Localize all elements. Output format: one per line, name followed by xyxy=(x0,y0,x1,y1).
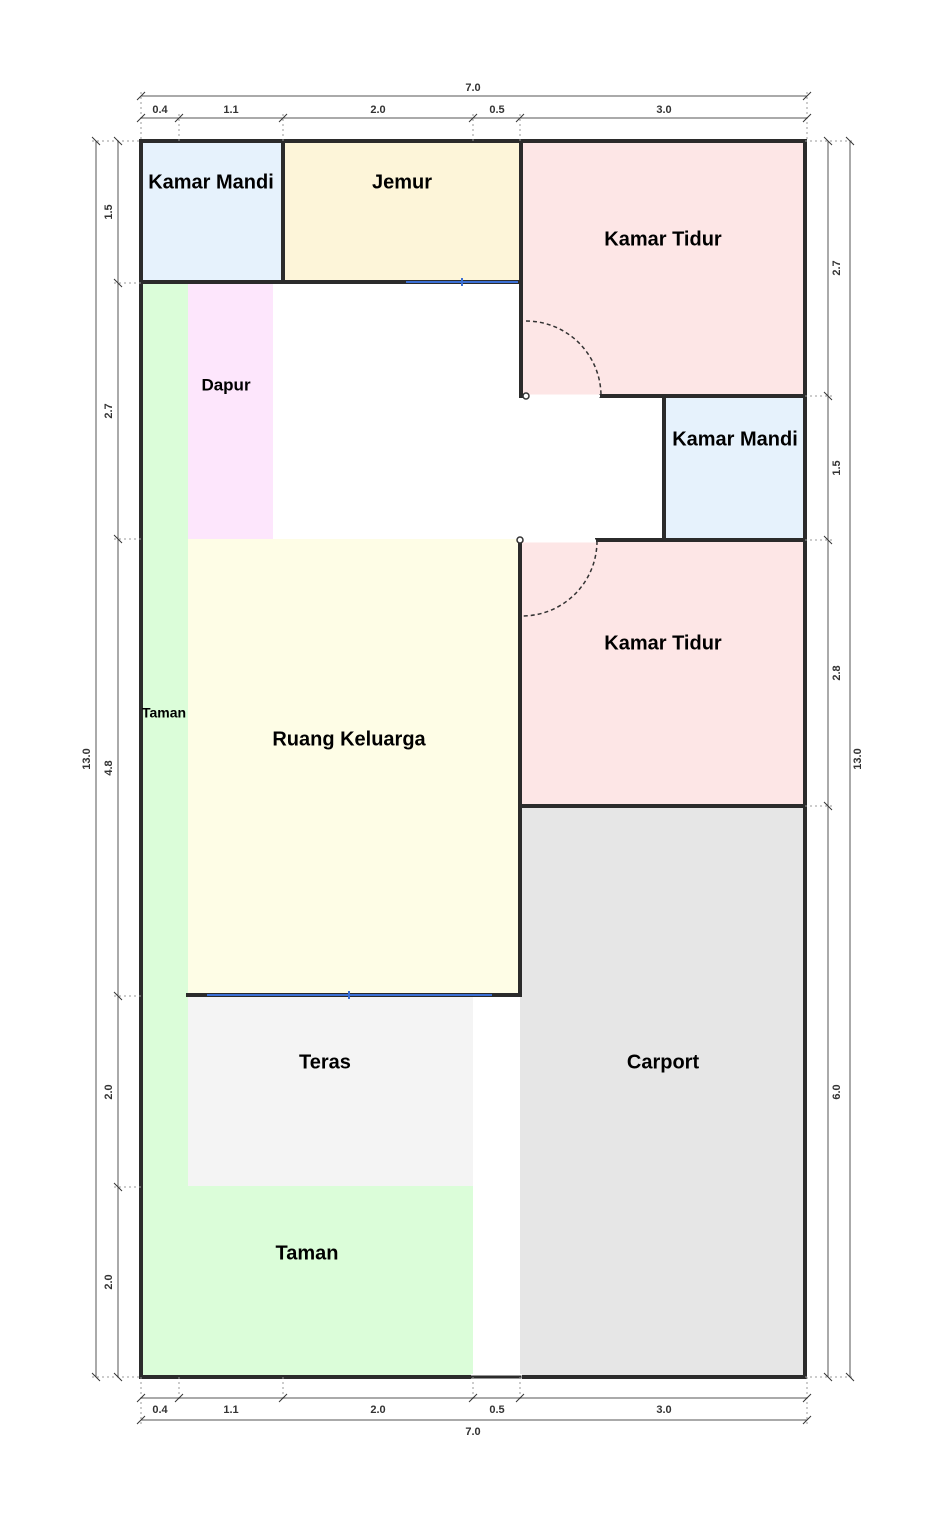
dim-top-seg: 3.0 xyxy=(656,104,671,116)
tick xyxy=(113,1182,123,1192)
room-dapur-label: Dapur xyxy=(201,375,251,394)
room-jemur-label: Jemur xyxy=(372,171,432,193)
room-teras-label: Teras xyxy=(299,1051,351,1073)
room-kamar-mandi-1-label: Kamar Mandi xyxy=(148,171,274,193)
tick xyxy=(174,1393,184,1403)
dim-left-total: 13.0 xyxy=(81,748,93,769)
tick xyxy=(823,535,833,545)
dim-ticks xyxy=(91,91,855,1425)
dim-left-seg: 2.0 xyxy=(103,1084,115,1099)
dim-left-seg: 1.5 xyxy=(103,204,115,219)
dim-labels: 7.0 0.4 1.1 2.0 0.5 3.0 0.4 1.1 2.0 0.5 … xyxy=(81,82,864,1438)
tick xyxy=(113,534,123,544)
tick xyxy=(91,136,101,146)
door-swing-arc xyxy=(525,320,602,397)
dim-left-seg: 4.8 xyxy=(103,760,115,775)
room-kamar-tidur-2-label: Kamar Tidur xyxy=(604,632,722,654)
dim-right-seg: 2.8 xyxy=(831,665,843,680)
dim-bottom-seg: 3.0 xyxy=(656,1404,671,1416)
room-kamar-tidur-1-label: Kamar Tidur xyxy=(604,228,722,250)
dim-bottom-seg: 0.4 xyxy=(152,1404,168,1416)
door-hinge xyxy=(516,536,524,544)
dim-left-seg: 2.7 xyxy=(103,403,115,418)
room-kamar-mandi-2-fill xyxy=(665,398,805,538)
dim-top-total: 7.0 xyxy=(465,82,480,94)
dim-right-seg: 6.0 xyxy=(831,1084,843,1099)
tick xyxy=(515,1393,525,1403)
tick xyxy=(823,391,833,401)
dim-top-seg: 0.5 xyxy=(489,104,504,116)
tick xyxy=(468,113,478,123)
tick xyxy=(136,113,146,123)
room-kamar-mandi-1-fill xyxy=(141,141,281,281)
room-jemur-fill xyxy=(284,141,520,281)
tick xyxy=(113,1372,123,1382)
dim-left-seg: 2.0 xyxy=(103,1274,115,1289)
dim-top-seg: 1.1 xyxy=(223,104,238,116)
room-fills xyxy=(141,141,805,1376)
room-kamar-tidur-2-fill xyxy=(522,541,805,805)
tick xyxy=(823,801,833,811)
tick xyxy=(845,136,855,146)
tick xyxy=(278,113,288,123)
tick xyxy=(91,1372,101,1382)
doors xyxy=(516,320,602,617)
tick xyxy=(113,136,123,146)
room-taman-front-fill xyxy=(141,1186,473,1376)
dim-bottom-seg: 1.1 xyxy=(223,1404,238,1416)
dim-top-seg: 0.4 xyxy=(152,104,168,116)
tick xyxy=(278,1393,288,1403)
room-carport-label: Carport xyxy=(627,1051,700,1073)
room-ruang-keluarga-fill xyxy=(188,539,518,995)
room-ruang-keluarga-label: Ruang Keluarga xyxy=(272,728,426,750)
tick xyxy=(515,113,525,123)
room-taman-side-label: Taman xyxy=(142,705,186,721)
tick xyxy=(802,1393,812,1403)
tick xyxy=(136,91,146,101)
dim-right-total: 13.0 xyxy=(852,748,864,769)
windows xyxy=(207,278,518,999)
room-teras-fill xyxy=(188,996,473,1186)
tick xyxy=(468,1393,478,1403)
tick xyxy=(802,91,812,101)
dim-bottom-seg: 0.5 xyxy=(489,1404,504,1416)
dim-top-seg: 2.0 xyxy=(370,104,385,116)
dim-right-seg: 2.7 xyxy=(831,260,843,275)
tick xyxy=(845,1372,855,1382)
room-carport-fill xyxy=(520,808,805,1376)
tick xyxy=(823,1372,833,1382)
tick xyxy=(802,1415,812,1425)
tick xyxy=(802,113,812,123)
room-dapur-fill xyxy=(188,283,273,539)
room-kamar-tidur-1-fill xyxy=(522,141,805,396)
dim-bottom-seg: 2.0 xyxy=(370,1404,385,1416)
tick xyxy=(823,136,833,146)
tick xyxy=(136,1415,146,1425)
dim-bottom-total: 7.0 xyxy=(465,1426,480,1438)
tick xyxy=(136,1393,146,1403)
room-kamar-mandi-2-label: Kamar Mandi xyxy=(672,428,798,450)
tick xyxy=(113,991,123,1001)
room-labels: Kamar Mandi Jemur Kamar Tidur Dapur Kama… xyxy=(142,171,798,1264)
tick xyxy=(174,113,184,123)
tick xyxy=(113,278,123,288)
room-taman-front-label: Taman xyxy=(276,1242,339,1264)
dimension-annotations: 7.0 0.4 1.1 2.0 0.5 3.0 0.4 1.1 2.0 0.5 … xyxy=(81,82,864,1438)
dim-right-seg: 1.5 xyxy=(831,460,843,475)
door-hinge xyxy=(522,392,530,400)
door-swing-arc xyxy=(521,540,598,617)
room-taman-side-fill xyxy=(141,283,188,1188)
